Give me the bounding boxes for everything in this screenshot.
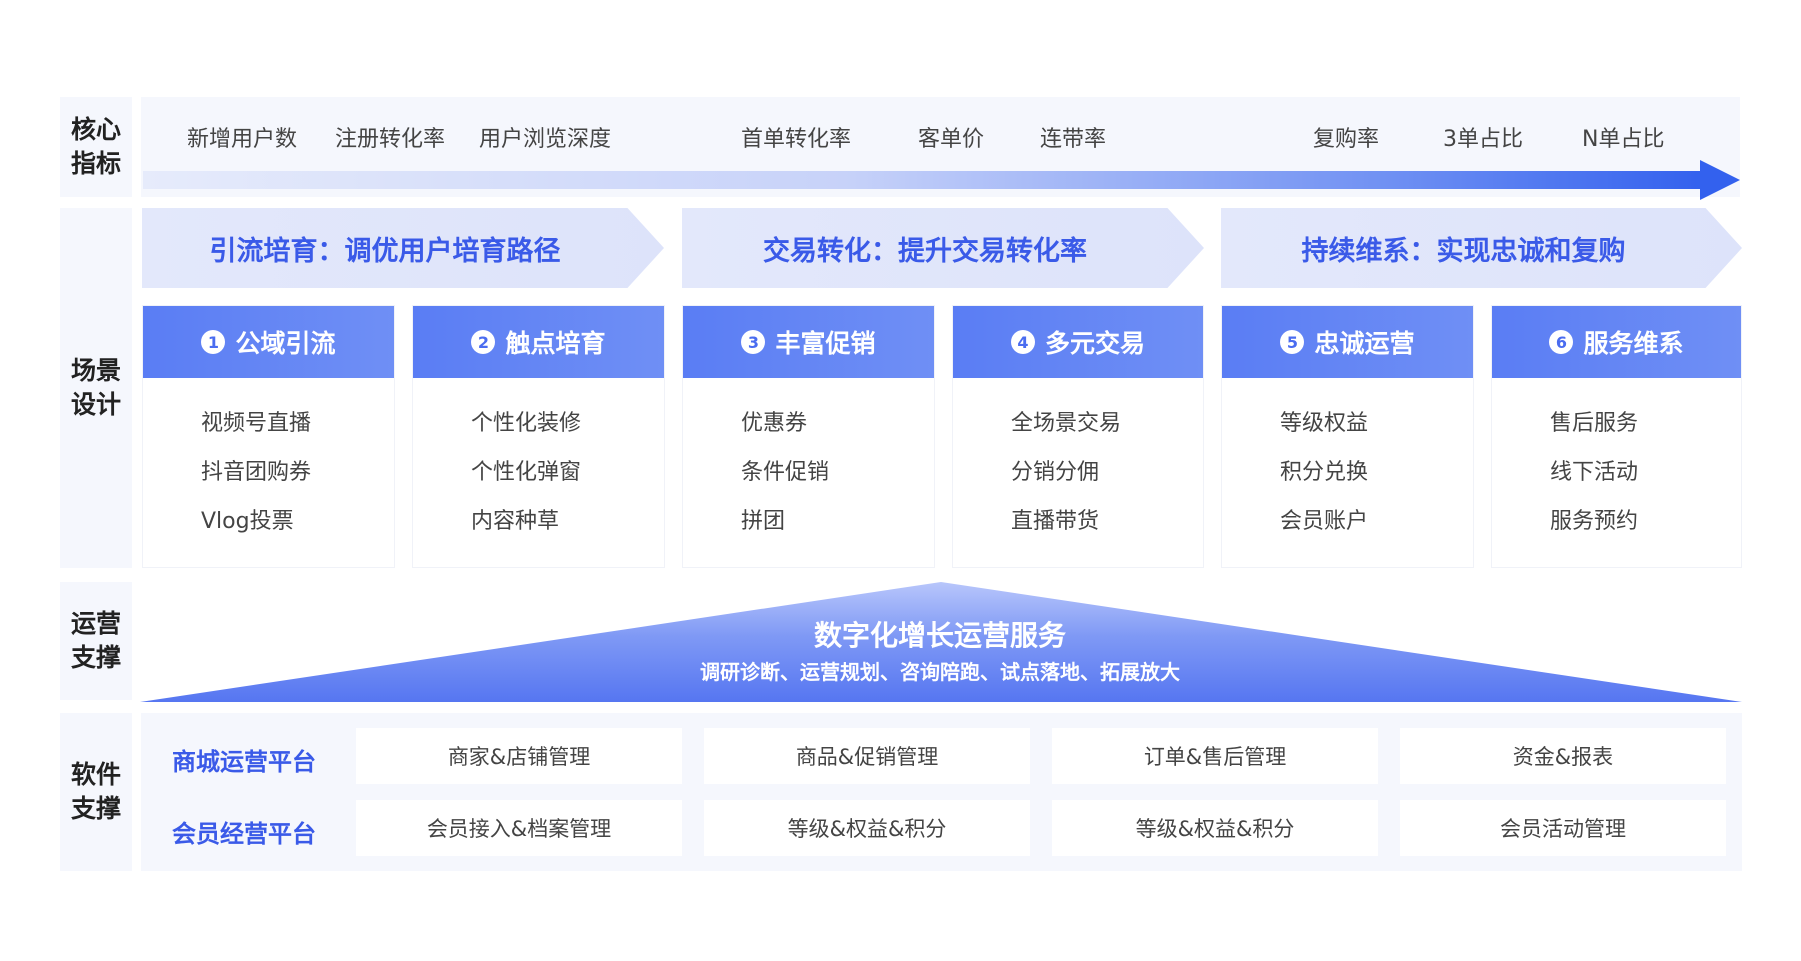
metric-n-order-ratio: N单占比: [1582, 127, 1665, 152]
section-label-ops-text: 运营 支撑: [70, 609, 121, 672]
scenario-card-3: 3 丰富促销 优惠券 条件促销 拼团: [682, 305, 935, 568]
module-product-promotion: 商品&促销管理: [704, 728, 1030, 784]
stage-retention: 持续维系：实现忠诚和复购: [1221, 208, 1742, 288]
scenario-card-1: 1 公域引流 视频号直播 抖音团购券 Vlog投票: [142, 305, 395, 568]
section-label-core-text: 核心 指标: [70, 115, 121, 178]
module-level-rights-points: 等级&权益&积分: [704, 800, 1030, 856]
section-label-ops: 运营 支撑: [60, 582, 132, 700]
module-order-aftersale: 订单&售后管理: [1052, 728, 1378, 784]
stage-transaction-conversion-label: 交易转化：提升交易转化率: [763, 235, 1087, 267]
section-label-software: 软件 支撑: [60, 713, 132, 871]
scenario-item: 优惠券: [741, 411, 808, 436]
scenario-item: 会员账户: [1280, 509, 1369, 534]
scenario-card-header: 5 忠诚运营: [1222, 306, 1473, 378]
scenario-card-5: 5 忠诚运营 等级权益 积分兑换 会员账户: [1221, 305, 1474, 568]
scenario-item: 拼团: [741, 509, 786, 534]
platform-mall-ops: 商城运营平台: [172, 748, 316, 776]
metric-new-users: 新增用户数: [187, 127, 298, 152]
ops-service-subtitle: 调研诊断、运营规划、咨询陪跑、试点落地、拓展放大: [700, 660, 1180, 684]
scenario-card-header: 1 公域引流: [143, 306, 394, 378]
scenario-item: 等级权益: [1280, 411, 1369, 436]
stage-transaction-conversion: 交易转化：提升交易转化率: [682, 208, 1204, 288]
scenario-item: 内容种草: [471, 509, 560, 534]
scenario-card-header: 3 丰富促销: [683, 306, 934, 378]
scenario-card-title: 多元交易: [1044, 329, 1145, 358]
progress-arrow-bar: [143, 171, 1703, 189]
scenario-card-title: 丰富促销: [775, 329, 876, 358]
module-level-rights-points-2: 等级&权益&积分: [1052, 800, 1378, 856]
scenario-card-title: 公域引流: [235, 329, 336, 358]
scenario-item: 全场景交易: [1011, 411, 1122, 436]
scenario-card-4: 4 多元交易 全场景交易 分销分佣 直播带货: [952, 305, 1204, 568]
scenario-item: 分销分佣: [1011, 460, 1100, 485]
scenario-item: 积分兑换: [1280, 460, 1369, 485]
step-number-badge: 1: [201, 330, 226, 354]
metric-3-order-ratio: 3单占比: [1443, 127, 1523, 152]
step-number-badge: 5: [1280, 330, 1305, 354]
scenario-card-title: 忠诚运营: [1314, 329, 1415, 358]
step-number-badge: 2: [471, 330, 496, 354]
scenario-card-header: 6 服务维系: [1492, 306, 1741, 378]
module-merchant-store: 商家&店铺管理: [356, 728, 682, 784]
scenario-item: 服务预约: [1550, 509, 1639, 534]
metric-repurchase-rate: 复购率: [1313, 127, 1380, 152]
stage-traffic-nurture: 引流培育：调优用户培育路径: [142, 208, 664, 288]
metric-register-conversion: 注册转化率: [335, 127, 446, 152]
module-member-access: 会员接入&档案管理: [356, 800, 682, 856]
scenario-card-header: 2 触点培育: [413, 306, 664, 378]
module-member-activity: 会员活动管理: [1400, 800, 1726, 856]
step-number-badge: 4: [1010, 330, 1035, 354]
scenario-item: 个性化装修: [471, 411, 582, 436]
ops-service-title: 数字化增长运营服务: [813, 619, 1066, 652]
metric-browse-depth: 用户浏览深度: [479, 127, 612, 152]
stage-traffic-nurture-label: 引流培育：调优用户培育路径: [209, 235, 561, 267]
module-funds-reports: 资金&报表: [1400, 728, 1726, 784]
scenario-item: 视频号直播: [201, 411, 312, 436]
scenario-item: 直播带货: [1011, 509, 1100, 534]
metric-first-order-conversion: 首单转化率: [741, 127, 852, 152]
scenario-card-title: 触点培育: [505, 329, 606, 358]
section-label-scenario-text: 场景 设计: [70, 356, 121, 419]
step-number-badge: 3: [741, 330, 766, 354]
scenario-card-header: 4 多元交易: [953, 306, 1203, 378]
scenario-card-title: 服务维系: [1583, 329, 1684, 358]
metric-avg-order-value: 客单价: [918, 127, 985, 152]
progress-arrow-head: [1700, 160, 1740, 200]
section-label-scenario: 场景 设计: [60, 208, 132, 568]
platform-member-ops: 会员经营平台: [172, 820, 316, 848]
metric-attach-rate: 连带率: [1040, 127, 1107, 152]
scenario-item: Vlog投票: [201, 509, 294, 534]
stage-retention-label: 持续维系：实现忠诚和复购: [1301, 235, 1626, 267]
scenario-item: 抖音团购券: [201, 460, 312, 485]
scenario-item: 线下活动: [1550, 460, 1639, 485]
scenario-item: 个性化弹窗: [471, 460, 582, 485]
scenario-item: 条件促销: [741, 460, 830, 485]
scenario-card-6: 6 服务维系 售后服务 线下活动 服务预约: [1491, 305, 1742, 568]
step-number-badge: 6: [1549, 330, 1574, 354]
scenario-item: 售后服务: [1550, 411, 1639, 436]
section-label-core-metrics: 核心 指标: [60, 97, 132, 197]
section-label-software-text: 软件 支撑: [70, 760, 121, 823]
scenario-card-2: 2 触点培育 个性化装修 个性化弹窗 内容种草: [412, 305, 665, 568]
